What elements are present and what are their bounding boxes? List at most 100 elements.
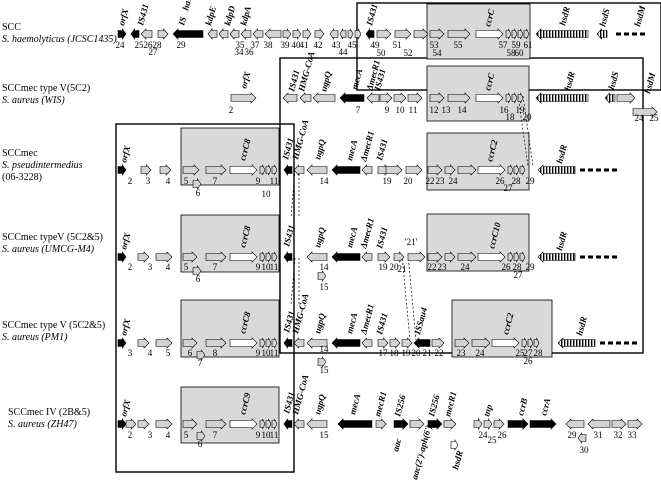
gene-arrow xyxy=(533,337,540,349)
ccr-arrow xyxy=(477,164,506,176)
gene-arrow xyxy=(431,337,445,349)
gene-number-label: 9 xyxy=(256,348,261,358)
gene-number-label: 12 xyxy=(430,105,439,115)
gene-arrow xyxy=(366,92,380,104)
gene-number-label: 14 xyxy=(320,262,330,272)
gene-number-label: 24 xyxy=(635,113,645,123)
gene-arrow xyxy=(339,28,347,40)
gene-arrow xyxy=(361,251,373,263)
gene-arrow xyxy=(117,418,127,430)
gene-number-label: 14 xyxy=(320,344,330,354)
gene-name-label: mecA xyxy=(347,393,362,416)
gene-name-label: hsdR xyxy=(562,71,577,92)
row-labels: SCC S. haemolyticus (JCSC1435) SCCmec ty… xyxy=(2,22,117,430)
gene-arrow xyxy=(527,337,534,349)
ccr-arrow xyxy=(475,92,504,104)
gene-number-label: 26 xyxy=(498,430,508,440)
gene-arrow xyxy=(517,92,524,104)
gene-number-label: 11 xyxy=(270,348,279,358)
gene-number-label: 7 xyxy=(356,105,361,115)
is431-arrow xyxy=(283,418,293,430)
gene-number-label: 29 xyxy=(526,176,536,186)
gene-arrow xyxy=(505,28,512,40)
gene-name-label: aac(2')-aph(6') xyxy=(409,424,433,481)
gene-arrow xyxy=(205,337,227,349)
gene-name-label: ccrC xyxy=(482,71,496,91)
gene-number-label: 23 xyxy=(438,262,448,272)
gene-number-label: 43 xyxy=(332,40,342,50)
gene-number-label: 4 xyxy=(166,430,171,440)
gene-name-label: orfX xyxy=(116,7,130,27)
gene-number-label: 14 xyxy=(320,176,330,186)
gene-arrow xyxy=(117,337,127,349)
is431-arrow xyxy=(283,251,293,263)
gene-number-label: 13 xyxy=(442,105,452,115)
gene-arrow xyxy=(317,356,327,368)
gene-number-label: 20 xyxy=(412,348,422,358)
gene-name-label: kdpA xyxy=(238,5,253,26)
gene-arrow xyxy=(306,251,328,263)
gene-arrow xyxy=(218,28,229,40)
gene-number-label: 25 xyxy=(516,348,526,358)
gene-name-label: orfX xyxy=(118,398,132,418)
gene-arrow xyxy=(444,251,456,263)
is256-arrow xyxy=(393,418,409,430)
gene-name-label: hsdS xyxy=(597,8,611,28)
gene-arrow xyxy=(265,251,272,263)
gene-arrow xyxy=(407,251,426,263)
gene-number-label: 29 xyxy=(177,40,187,50)
gene-arrow xyxy=(157,28,169,40)
gene-number-label: 51 xyxy=(393,40,402,50)
gene-arrow xyxy=(377,251,391,263)
gene-arrow xyxy=(632,106,658,118)
gene-number-label: 24 xyxy=(449,176,459,186)
gene-name-label: IS431 xyxy=(364,3,380,28)
gene-number-label: 18 xyxy=(390,348,400,358)
gene-arrow xyxy=(259,251,266,263)
gene-name-label: hsdS xyxy=(606,71,620,91)
gene-number-label: 6 xyxy=(196,188,201,198)
gene-arrow xyxy=(137,418,150,430)
row5-title: SCCmec type V (5C2&5) xyxy=(2,320,105,331)
gene-arrow xyxy=(205,418,227,430)
gene-arrow xyxy=(205,251,227,263)
gene-number-label: 16 xyxy=(500,105,510,115)
is431-arrow xyxy=(283,337,293,349)
gene-number-label: 58 xyxy=(507,48,517,58)
gene-number-label: 27 xyxy=(524,348,534,358)
gene-number-label: 22 xyxy=(428,262,437,272)
gene-arrow xyxy=(117,164,127,176)
gene-number-label: 4 xyxy=(166,176,171,186)
row4-title: SCCmec typeV (5C2&5) xyxy=(2,232,103,243)
gene-number-label: 11 xyxy=(270,430,279,440)
gene-arrow xyxy=(271,418,278,430)
is431-arrow xyxy=(365,28,375,40)
gene-arrow xyxy=(137,251,150,263)
is-element-arrow xyxy=(413,337,431,349)
gene-arrow xyxy=(409,418,425,430)
gene-number-label: 57 xyxy=(499,40,509,50)
gene-number-label: 42 xyxy=(314,40,323,50)
meca-arrow xyxy=(331,337,361,349)
gene-number-label: 17 xyxy=(379,348,389,358)
gene-arrow xyxy=(473,418,483,430)
gene-number-label: 10 xyxy=(396,105,406,115)
gene-name-label: orfX xyxy=(118,144,132,164)
row6-title: SCCmec IV (2B&5) xyxy=(8,407,90,418)
gene-arrow xyxy=(205,164,227,176)
gene-arrow xyxy=(447,92,471,104)
gene-name-label: hsdR xyxy=(557,6,572,27)
gene-number-label: 9 xyxy=(256,262,261,272)
gene-name-label: hsdR xyxy=(554,144,569,165)
gene-arrow xyxy=(429,92,445,104)
gene-arrow xyxy=(299,92,312,104)
gene-number-label: 3 xyxy=(148,262,153,272)
gene-name-label: orfX xyxy=(118,231,132,251)
row6-strain: S. aureus (ZH47) xyxy=(8,419,77,430)
gene-number-label: 50 xyxy=(377,48,387,58)
gene-number-label: 24 xyxy=(461,262,471,272)
ccr-box-row5-right xyxy=(451,299,553,358)
gene-arrow xyxy=(271,337,278,349)
gene-name-label: ccrB xyxy=(515,397,529,416)
gene-number-label: 59 xyxy=(512,40,522,50)
